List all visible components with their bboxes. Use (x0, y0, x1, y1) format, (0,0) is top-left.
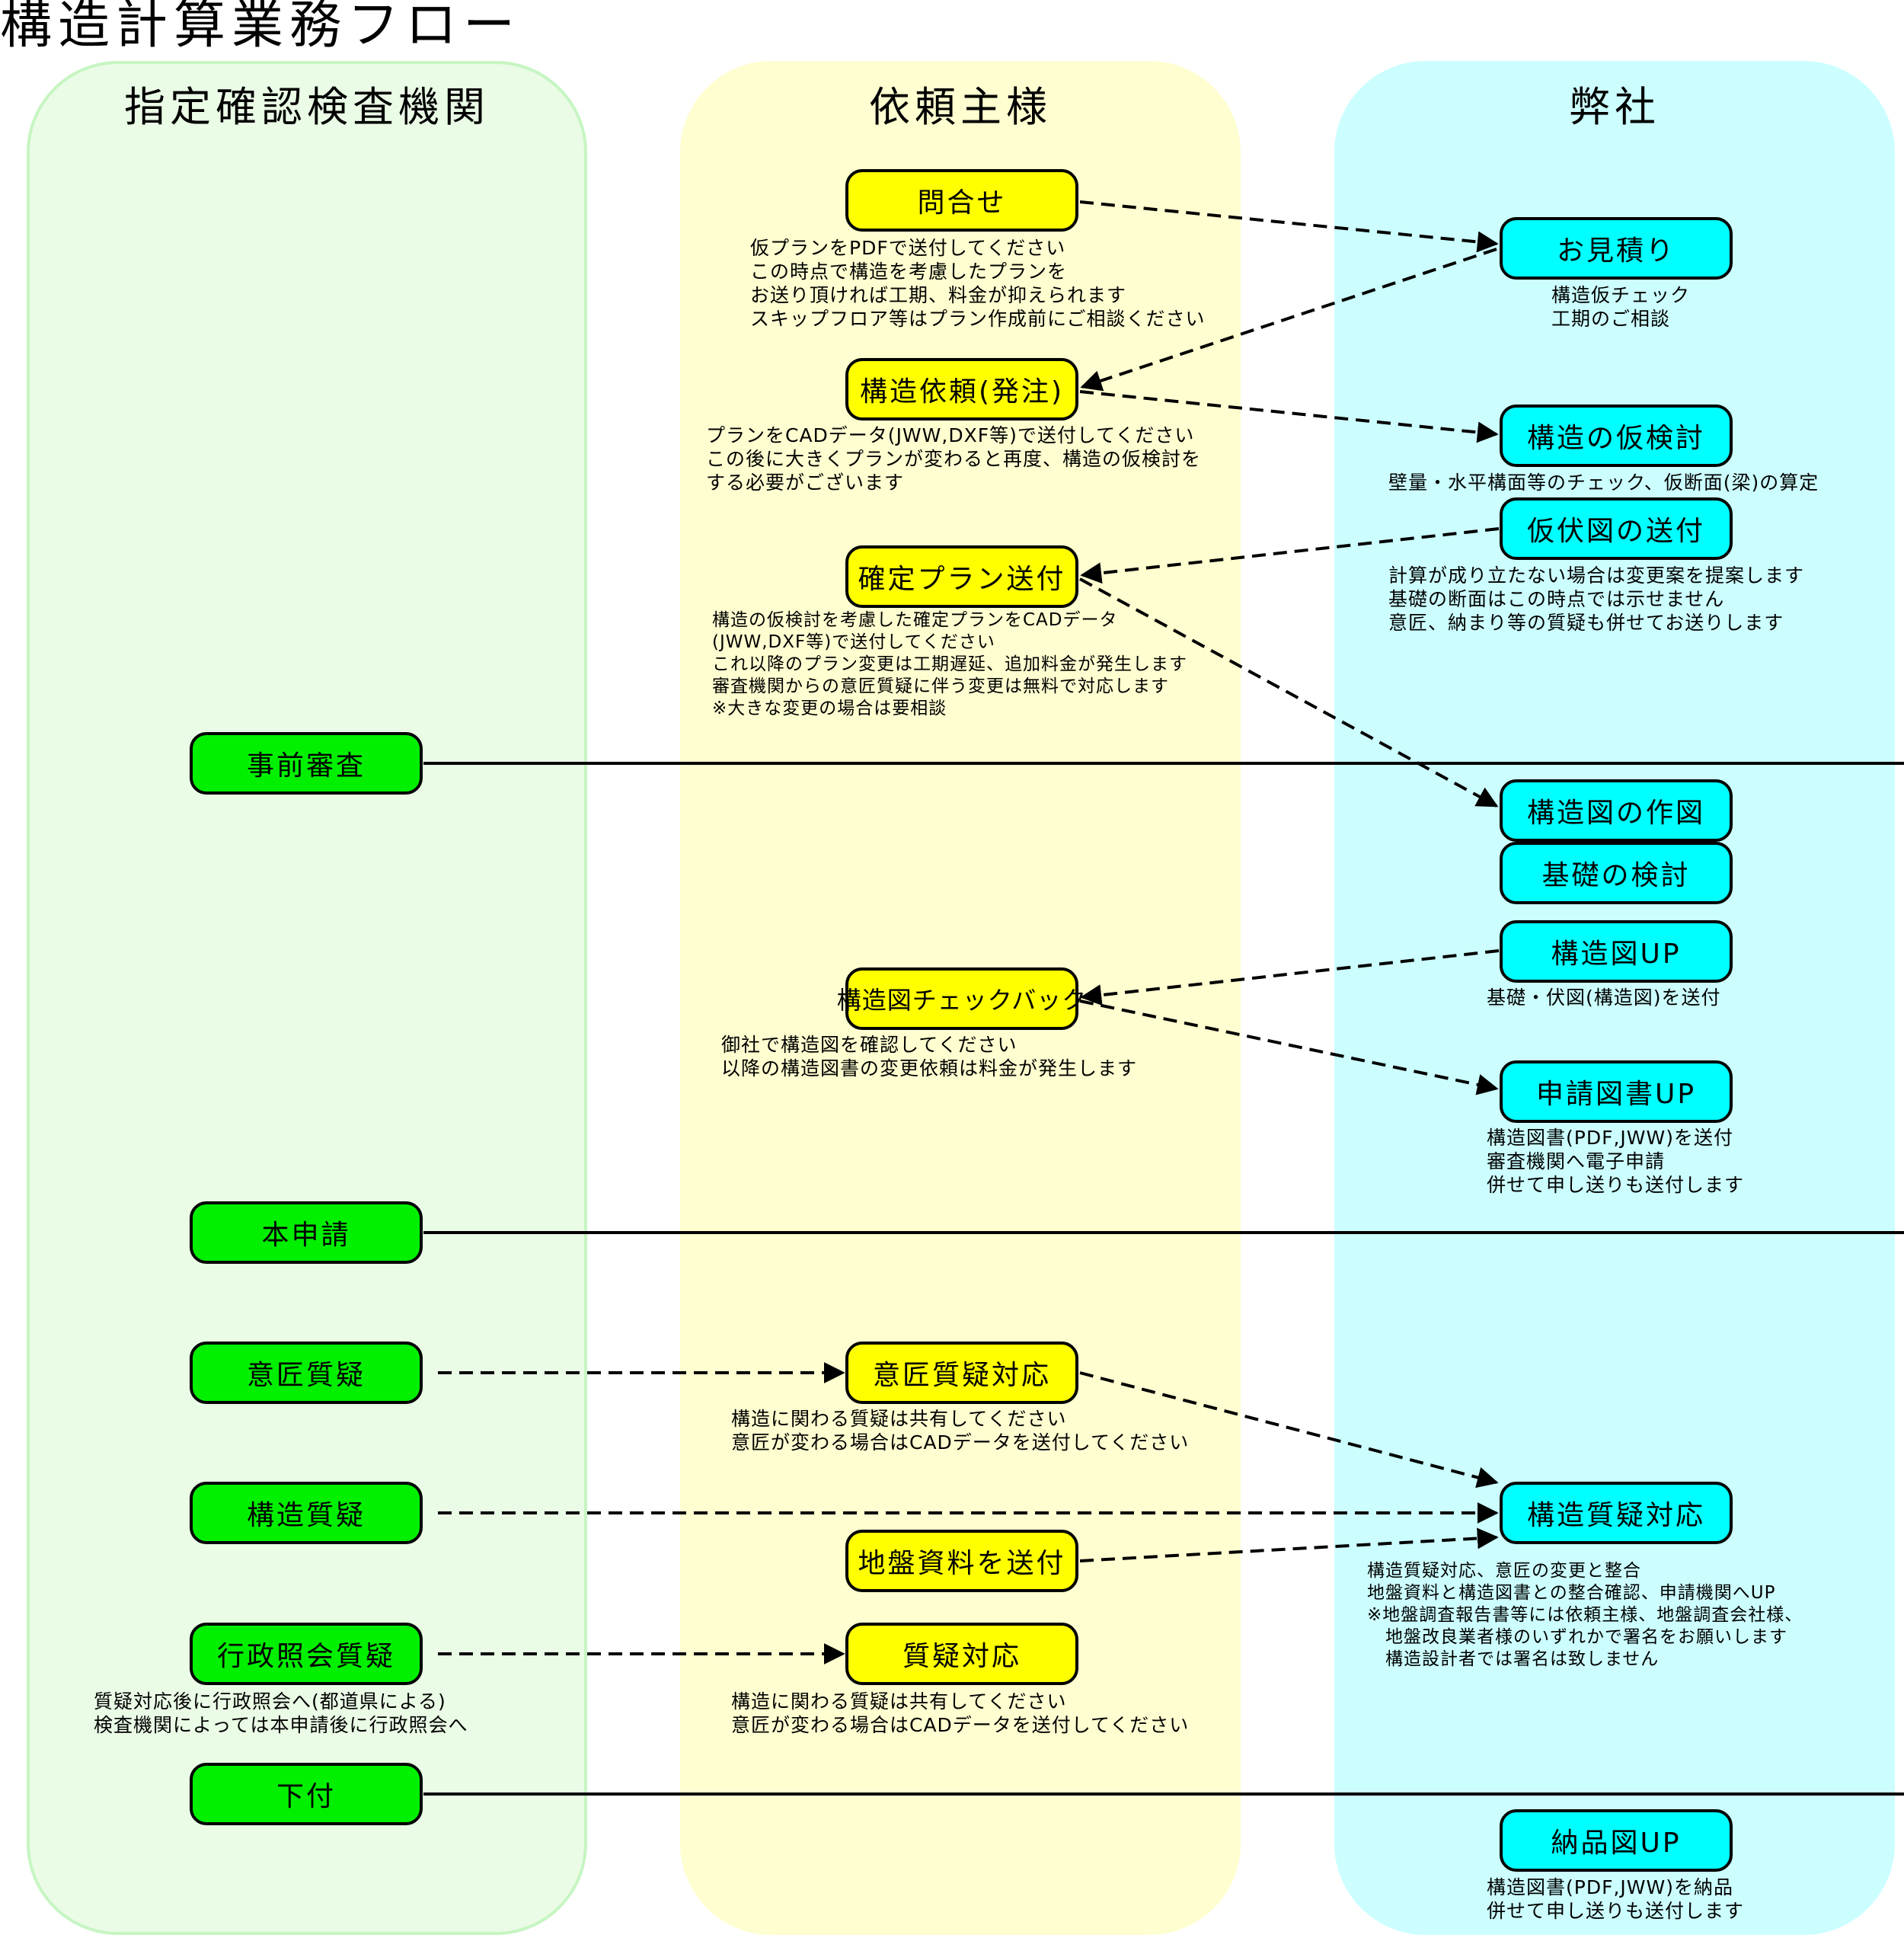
node-drawing-check[interactable]: 構造図チェックバック (837, 967, 1086, 1030)
node-inquiry[interactable]: 問合せ (845, 169, 1078, 232)
node-permit[interactable]: 下付 (190, 1763, 423, 1825)
node-ground-data[interactable]: 地盤資料を送付 (845, 1530, 1078, 1592)
arrow-designresponse-to-structresponse (1079, 1371, 1499, 1489)
arrow-confirmed-to-drawing (1079, 577, 1499, 808)
lane-title-client: 依頼主様 (869, 83, 1052, 131)
note-inquiry: 仮プランをPDFで送付してください この時点で構造を考慮したプランを お送り頂け… (750, 237, 1206, 330)
note-order: プランをCADデータ(JWW,DXF等)で送付してください この後に大きくプラン… (706, 424, 1202, 494)
note-admin-question: 質疑対応後に行政照会へ(都道県による) 検査機関によっては本申請後に行政照会へ (94, 1690, 468, 1736)
node-application-up[interactable]: 申請図書UP (1500, 1060, 1733, 1123)
node-question-response[interactable]: 質疑対応 (845, 1623, 1078, 1685)
node-estimate[interactable]: お見積り (1500, 217, 1733, 280)
node-admin-question[interactable]: 行政照会質疑 (190, 1623, 423, 1685)
lane-title-agency: 指定確認検査機関 (124, 83, 490, 131)
note-design-response: 構造に関わる質疑は共有してください 意匠が変わる場合はCADデータを送付してくだ… (731, 1408, 1190, 1454)
note-application-up: 構造図書(PDF,JWW)を送付 審査機関へ電子申請 併せて申し送りも送付します (1487, 1127, 1745, 1196)
note-question-response: 構造に関わる質疑は共有してください 意匠が変わる場合はCADデータを送付してくだ… (731, 1690, 1190, 1736)
node-design-response[interactable]: 意匠質疑対応 (845, 1342, 1078, 1404)
note-drawing-up: 基礎・伏図(構造図)を送付 (1487, 987, 1721, 1009)
note-confirmed-plan: 構造の仮検討を考慮した確定プランをCADデータ (JWW,DXF等)で送付してく… (712, 610, 1187, 718)
arrow-order-to-preliminary (1079, 390, 1499, 443)
node-delivery-up[interactable]: 納品図UP (1500, 1809, 1733, 1872)
node-confirmed-plan[interactable]: 確定プラン送付 (845, 545, 1078, 608)
lane-company (1334, 61, 1895, 1935)
arrow-check-to-application (1079, 999, 1499, 1095)
node-design-question[interactable]: 意匠質疑 (190, 1342, 423, 1404)
lane-title-company: 弊社 (1569, 83, 1660, 131)
note-delivery-up: 構造図書(PDF,JWW)を納品 併せて申し送りも送付します (1487, 1876, 1745, 1922)
node-drawing-up[interactable]: 構造図UP (1500, 920, 1733, 983)
node-frame-plan-send[interactable]: 仮伏図の送付 (1500, 497, 1733, 560)
note-frame-plan-send: 計算が成り立たない場合は変更案を提案します 基礎の断面はこの時点では示せません … (1388, 564, 1805, 634)
note-preliminary-study: 壁量・水平構面等のチェック、仮断面(梁)の算定 (1388, 472, 1819, 494)
arrow-inquiry-to-estimate (1079, 200, 1499, 253)
arrow-drawingup-to-check (1080, 949, 1500, 1006)
diagram-title: 構造計算業務フロー (0, 0, 522, 56)
node-preliminary-study[interactable]: 構造の仮検討 (1500, 405, 1733, 467)
arrow-ground-to-structresponse (1079, 1527, 1499, 1562)
arrow-estimate-to-order (1080, 248, 1497, 392)
node-structure-response[interactable]: 構造質疑対応 (1500, 1482, 1733, 1544)
arrow-frameplan-to-confirmed (1080, 527, 1500, 584)
note-structure-response: 構造質疑対応、意匠の変更と整合 地盤資料と構造図書との整合確認、申請機関へUP … (1367, 1561, 1803, 1669)
node-structural-drawing[interactable]: 構造図の作図 (1500, 779, 1733, 842)
note-drawing-check: 御社で構造図を確認してください 以降の構造図書の変更依頼は料金が発生します (721, 1034, 1138, 1079)
node-order[interactable]: 構造依頼(発注) (845, 358, 1078, 421)
node-structure-question[interactable]: 構造質疑 (190, 1482, 423, 1544)
node-foundation-study[interactable]: 基礎の検討 (1500, 842, 1733, 904)
node-main-application[interactable]: 本申請 (190, 1201, 423, 1264)
node-pre-review[interactable]: 事前審査 (190, 732, 423, 795)
note-estimate: 構造仮チェック 工期のご相談 (1551, 284, 1691, 330)
